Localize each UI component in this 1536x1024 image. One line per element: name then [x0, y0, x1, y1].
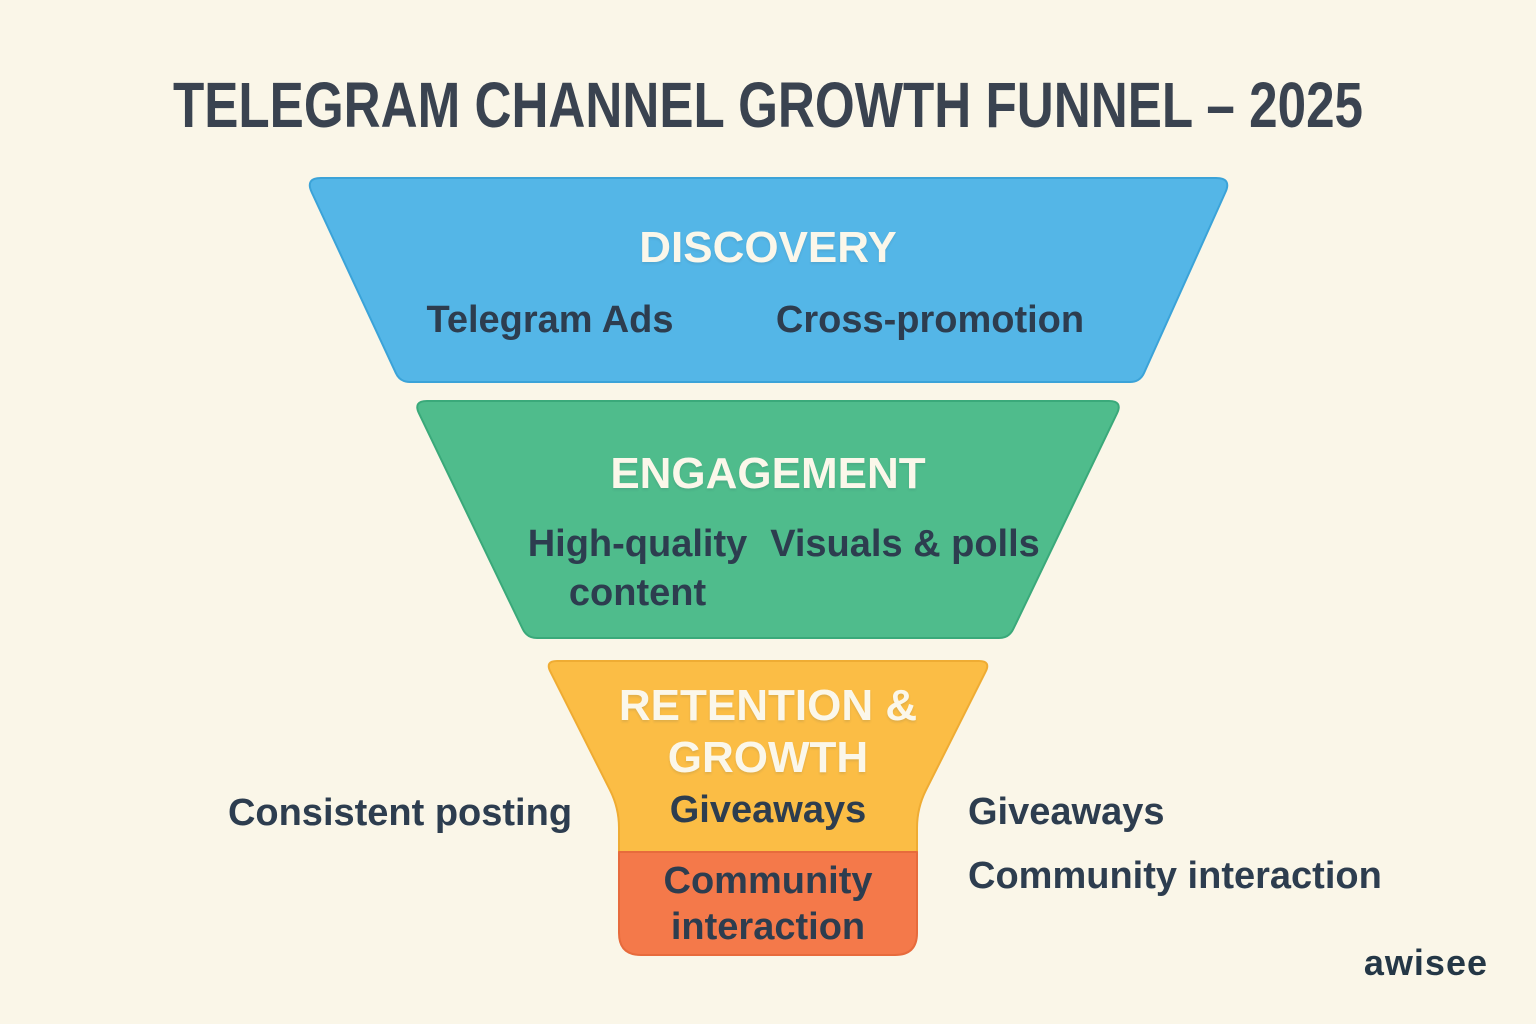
page-title: TELEGRAM CHANNEL GROWTH FUNNEL – 2025 [172, 69, 1364, 141]
funnel-stage-community-shape [618, 851, 918, 956]
stage-retention-label: RETENTION & GROWTH [618, 681, 918, 782]
retention-item-giveaways: Giveaways [669, 789, 867, 831]
brand-watermark: awisee [1363, 942, 1488, 983]
engagement-item-visuals-polls: Visuals & polls [770, 523, 1040, 565]
side-label-community-interaction: Community interaction [968, 855, 1382, 897]
stage-community-label: Community interaction [663, 860, 873, 948]
discovery-item-telegram-ads: Telegram Ads [426, 299, 674, 341]
stage-engagement-label: ENGAGEMENT [610, 449, 926, 498]
side-label-giveaways: Giveaways [968, 791, 1165, 833]
funnel-stage-discovery-shape [308, 177, 1229, 383]
stage-discovery-label: DISCOVERY [639, 223, 897, 272]
funnel-stage-engagement-shape [416, 400, 1120, 639]
side-label-consistent-posting: Consistent posting [227, 792, 573, 834]
engagement-item-high-quality-content: High-quality content [527, 523, 748, 614]
discovery-item-cross-promotion: Cross-promotion [775, 299, 1085, 341]
